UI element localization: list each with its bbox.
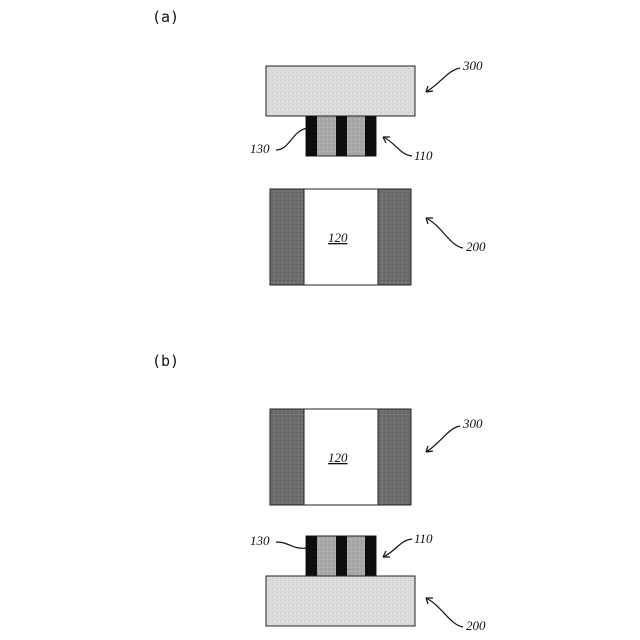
panel-a-wall-left <box>270 189 304 285</box>
panel-a-cavity-label: 120 <box>328 230 348 245</box>
panel-b-leader-200 <box>426 598 463 627</box>
panel-a-ref-130: 130 <box>250 141 270 156</box>
panel-a-label: (a) <box>152 8 179 26</box>
panel-b-leader-300 <box>426 426 460 452</box>
panel-a-electrode-110 <box>306 116 376 156</box>
panel-a-stripe <box>306 116 317 156</box>
panel-b: (b) 120 300 130 110 200 <box>152 352 486 633</box>
panel-b-ref-110: 110 <box>414 531 433 546</box>
panel-a-leader-300 <box>426 68 460 92</box>
panel-b-wall-right <box>378 409 411 505</box>
panel-b-block-200 <box>266 576 415 626</box>
panel-a-block-300 <box>266 66 415 116</box>
panel-b-stripe <box>336 536 347 576</box>
panel-a-wall-right <box>378 189 411 285</box>
panel-b-electrode-110 <box>306 536 376 576</box>
panel-a-ref-200: 200 <box>466 239 486 254</box>
panel-b-cavity-label: 120 <box>328 450 348 465</box>
panel-b-ref-130: 130 <box>250 533 270 548</box>
panel-b-leader-130 <box>276 542 308 548</box>
panel-b-ref-300: 300 <box>462 416 483 431</box>
panel-b-label: (b) <box>152 352 179 370</box>
panel-b-stripe <box>365 536 376 576</box>
panel-a-ref-110: 110 <box>414 148 433 163</box>
panel-a-leader-130 <box>276 128 308 150</box>
panel-a-leader-110 <box>383 137 412 156</box>
panel-b-wall-left <box>270 409 304 505</box>
panel-b-ref-200: 200 <box>466 618 486 633</box>
panel-a-stripe <box>365 116 376 156</box>
panel-a-stripe <box>336 116 347 156</box>
panel-a: (a) 120 300 130 110 200 <box>152 8 486 285</box>
panel-a-leader-200 <box>426 218 463 248</box>
panel-a-ref-300: 300 <box>462 58 483 73</box>
panel-b-leader-110 <box>383 539 412 557</box>
panel-b-stripe <box>306 536 317 576</box>
